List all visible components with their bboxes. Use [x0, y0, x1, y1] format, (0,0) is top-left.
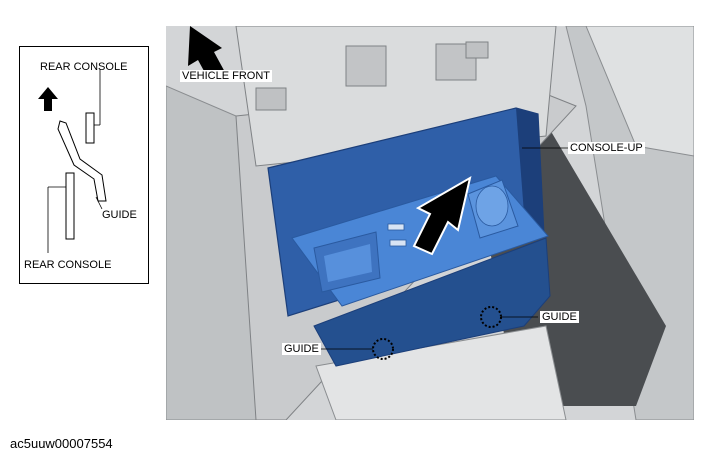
detail-inset: REAR CONSOLE GUIDE REAR CONSOLE [19, 46, 149, 284]
figure-caption: ac5uuw00007554 [10, 436, 113, 451]
console-up-front-body [313, 237, 551, 367]
guide-label-right: GUIDE [540, 311, 579, 323]
detail-drawing [38, 69, 107, 253]
vehicle-front-label: VEHICLE FRONT [180, 70, 273, 82]
guide-marker-left [372, 338, 394, 360]
guide-label-left: GUIDE [282, 343, 321, 355]
rear-console-bottom-label: REAR CONSOLE [24, 259, 112, 271]
rear-console-top-part [85, 112, 95, 144]
console-drawing [166, 26, 694, 420]
main-illustration: VEHICLE FRONT CONSOLE-UP GUIDE GUIDE [166, 26, 694, 420]
rear-console-top-label: REAR CONSOLE [40, 61, 128, 73]
vehicle-front-arrow-icon [188, 26, 226, 82]
rear-console-bottom-part [65, 172, 75, 240]
guide-label-inset: GUIDE [102, 209, 137, 221]
up-arrow-icon [38, 87, 58, 111]
lift-arrow-icon [412, 175, 472, 256]
guide-part [57, 120, 107, 202]
console-up-label: CONSOLE-UP [568, 142, 645, 154]
